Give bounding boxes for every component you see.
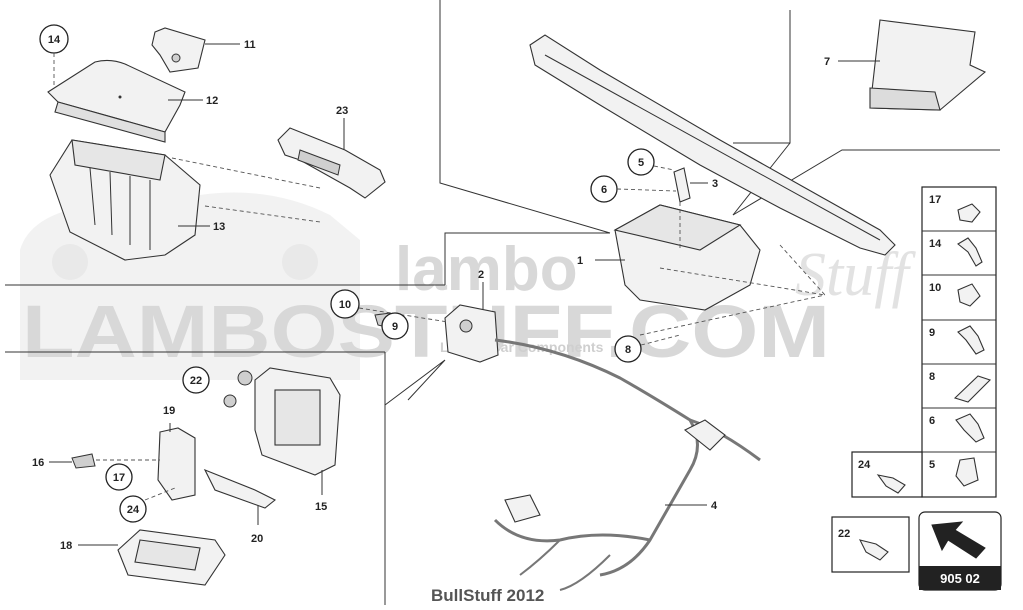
svg-text:11: 11 xyxy=(244,39,256,51)
callout-22-bottom: 22 xyxy=(182,366,237,408)
svg-text:6: 6 xyxy=(929,415,935,427)
legend-item-22: 22 xyxy=(838,528,889,561)
callout-8: 8 xyxy=(614,334,681,363)
svg-text:20: 20 xyxy=(251,533,263,545)
svg-text:17: 17 xyxy=(929,194,941,206)
svg-text:17: 17 xyxy=(113,472,125,484)
svg-text:8: 8 xyxy=(929,371,935,383)
legend-item-6: 6 xyxy=(929,413,985,443)
legend-item-17: 17 xyxy=(929,194,981,223)
part-13-battery-box: 13 xyxy=(49,139,225,261)
part-15-fuse-holder: 15 xyxy=(237,367,341,513)
svg-text:14: 14 xyxy=(929,238,942,250)
part-19-bracket: 19 xyxy=(157,405,196,501)
callout-24-bottom: 24 xyxy=(119,487,176,523)
svg-text:4: 4 xyxy=(711,500,718,512)
svg-text:10: 10 xyxy=(339,299,351,311)
callout-14: 14 xyxy=(39,24,69,88)
legend-item-14: 14 xyxy=(929,237,983,267)
legend-item-24: 24 xyxy=(858,459,906,494)
part-20-cable: 20 xyxy=(203,468,277,545)
part-16-screw: 16 xyxy=(32,453,96,469)
watermark-logo: lambo xyxy=(395,235,578,304)
svg-text:15: 15 xyxy=(315,501,327,513)
part-3-pin: 3 xyxy=(673,167,718,203)
svg-text:23: 23 xyxy=(336,105,348,117)
svg-text:22: 22 xyxy=(838,528,850,540)
callout-10: 10 xyxy=(330,289,449,323)
reference-code: 905 02 xyxy=(940,571,980,586)
hardware-legend: 17 14 10 9 8 6 5 24 xyxy=(831,186,997,573)
svg-text:14: 14 xyxy=(48,34,61,46)
legend-item-10: 10 xyxy=(929,282,981,307)
svg-text:7: 7 xyxy=(824,56,830,68)
legend-item-9: 9 xyxy=(929,325,985,355)
svg-text:19: 19 xyxy=(163,405,175,417)
svg-text:18: 18 xyxy=(60,540,72,552)
svg-text:5: 5 xyxy=(638,157,644,169)
part-11-bracket: 11 xyxy=(151,27,256,73)
part-2-control-unit: 2 xyxy=(444,269,499,363)
part-7-cover-sheet: 7 xyxy=(824,19,987,111)
svg-text:13: 13 xyxy=(213,221,225,233)
svg-text:22: 22 xyxy=(190,375,202,387)
svg-text:12: 12 xyxy=(206,95,218,107)
svg-text:10: 10 xyxy=(929,282,941,294)
svg-text:9: 9 xyxy=(392,321,398,333)
arrow-icon xyxy=(931,521,986,559)
callout-17-bottom: 17 xyxy=(105,463,133,491)
legend-item-8: 8 xyxy=(929,371,992,403)
callout-9: 9 xyxy=(374,312,409,340)
callout-12: 12 xyxy=(168,95,218,107)
svg-text:3: 3 xyxy=(712,178,718,190)
part-23-bracket: 23 xyxy=(277,105,386,199)
svg-text:9: 9 xyxy=(929,327,935,339)
svg-text:24: 24 xyxy=(858,459,871,471)
svg-text:16: 16 xyxy=(32,457,44,469)
footer-credit: BullStuff 2012 xyxy=(431,586,544,605)
svg-text:5: 5 xyxy=(929,459,935,471)
callout-5: 5 xyxy=(627,148,675,176)
part-18-tray: 18 xyxy=(60,529,226,586)
svg-text:2: 2 xyxy=(478,269,484,281)
svg-text:8: 8 xyxy=(625,344,631,356)
part-12-lid xyxy=(47,59,186,143)
part-4-wiring-harness: 4 xyxy=(493,338,761,591)
reference-box: 905 02 xyxy=(918,511,1002,591)
svg-text:6: 6 xyxy=(601,184,607,196)
legend-item-5: 5 xyxy=(929,457,979,487)
callout-6: 6 xyxy=(590,175,681,250)
watermark-script: Stuff xyxy=(795,241,916,309)
svg-text:24: 24 xyxy=(127,504,140,516)
chassis-rail xyxy=(529,34,896,256)
svg-text:1: 1 xyxy=(577,255,583,267)
part-1-fuse-box: 1 xyxy=(577,204,761,311)
